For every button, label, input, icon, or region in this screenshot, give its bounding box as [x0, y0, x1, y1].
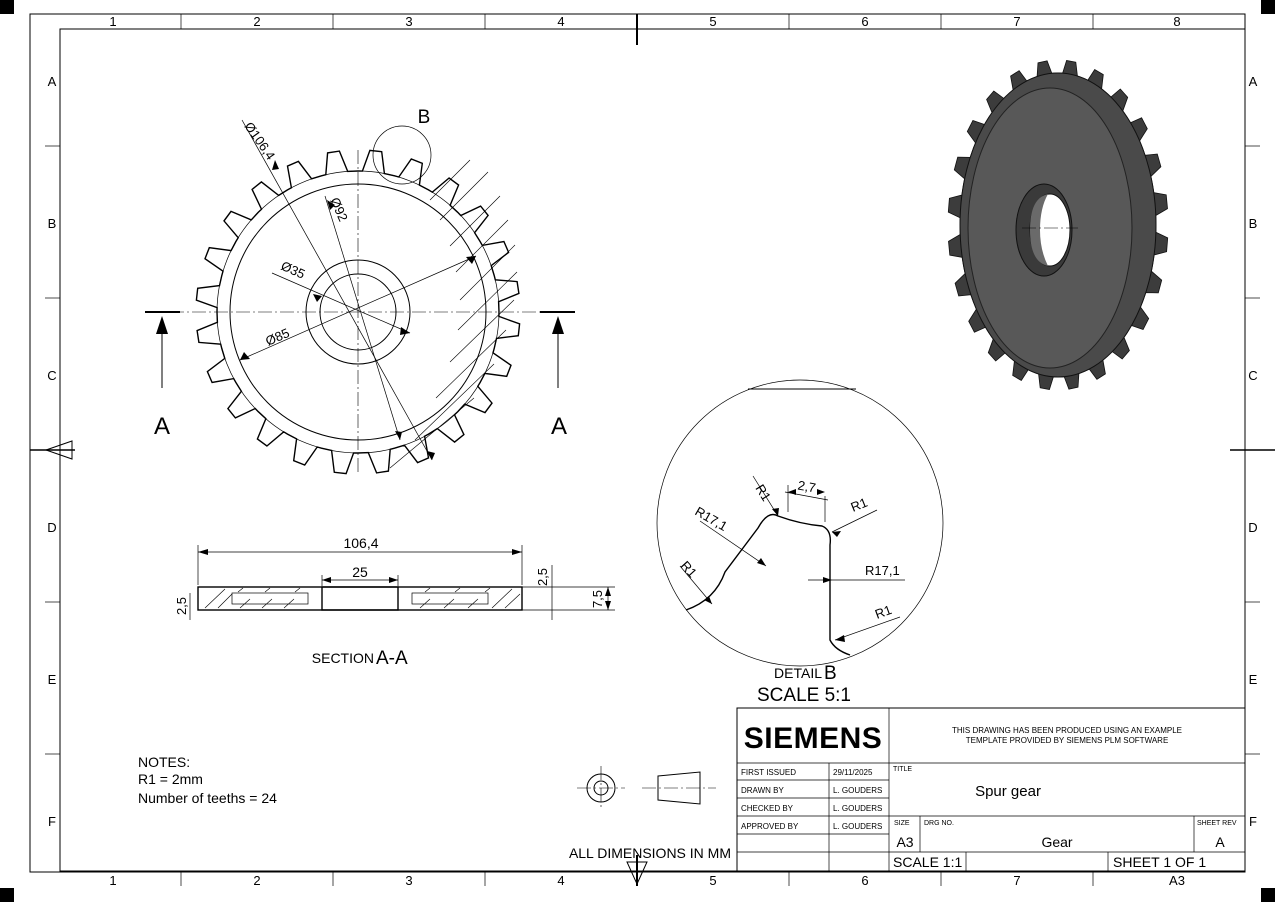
row-label: D: [47, 520, 56, 535]
gear-render: [947, 60, 1169, 390]
drawn-by-value: L. GOUDERS: [833, 786, 882, 795]
dim-section-thickness: 7,5: [590, 590, 605, 608]
title-value: Spur gear: [975, 783, 1041, 800]
detail-view: R1 2,7 R1 R17,1 R1 R17,1 R1 DETAIL B SCA…: [656, 379, 944, 706]
drg-no-label: DRG NO.: [924, 820, 954, 827]
title-block-logo: SIEMENS: [744, 722, 883, 755]
column-label: 8: [1173, 14, 1180, 29]
detail-label: B: [418, 107, 431, 128]
row-label: A: [1249, 74, 1258, 89]
title-block-disclaimer-2: TEMPLATE PROVIDED BY SIEMENS PLM SOFTWAR…: [966, 736, 1169, 745]
row-label: B: [1249, 216, 1258, 231]
column-label: 6: [861, 873, 868, 888]
section-view: 106,4 25 2,5 2,5 7,5 SECTION A-A: [174, 535, 615, 669]
approved-by-label: APPROVED BY: [741, 822, 799, 831]
approved-by-value: L. GOUDERS: [833, 822, 882, 831]
column-label: 5: [709, 14, 716, 29]
first-issued-value: 29/11/2025: [833, 768, 873, 777]
detail-dim-r17-left: R17,1: [693, 504, 731, 534]
section-caption-name: A-A: [376, 648, 408, 669]
notes-line-1: R1 = 2mm: [138, 771, 203, 787]
detail-caption-prefix: DETAIL: [774, 665, 822, 681]
title-block-disclaimer-1: THIS DRAWING HAS BEEN PRODUCED USING AN …: [952, 726, 1182, 735]
checked-by-value: L. GOUDERS: [833, 804, 882, 813]
size-label: SIZE: [894, 820, 910, 827]
format-value: A3: [1169, 873, 1185, 888]
first-issued-label: FIRST ISSUED: [741, 768, 796, 777]
row-label: D: [1248, 520, 1257, 535]
drg-no-value: Gear: [1041, 834, 1072, 850]
drawn-by-label: DRAWN BY: [741, 786, 784, 795]
border-row-labels-right: A B C D E F: [1248, 74, 1257, 829]
scale-value: SCALE 1:1: [893, 854, 962, 870]
column-label: 1: [109, 14, 116, 29]
cut-label-right: A: [551, 413, 567, 440]
column-label: 7: [1013, 873, 1020, 888]
column-label: 3: [405, 14, 412, 29]
detail-dim-tooth-width: 2,7: [797, 478, 817, 496]
column-label: 2: [253, 14, 260, 29]
detail-dim-r1-top: R1: [752, 482, 774, 504]
column-label: 7: [1013, 14, 1020, 29]
border-column-labels-bottom: 1 2 3 4 5 6 7: [109, 873, 1020, 888]
row-label: F: [48, 814, 56, 829]
dim-hub-diameter: Ø85: [263, 325, 292, 349]
sheet-value: SHEET 1 OF 1: [1113, 854, 1206, 870]
row-label: E: [48, 672, 57, 687]
detail-dim-r1-right-top: R1: [849, 495, 870, 515]
row-label: B: [48, 216, 57, 231]
detail-dim-r1-left: R1: [678, 558, 700, 580]
front-view: A A B Ø106,4 Ø92 Ø35 Ø85: [145, 107, 575, 475]
detail-dim-r17-right: R17,1: [865, 563, 900, 578]
row-label: A: [48, 74, 57, 89]
title-label: TITLE: [893, 766, 912, 773]
section-caption-prefix: SECTION: [312, 650, 374, 666]
border-column-labels-top: 1 2 3 4 5 6 7 8: [109, 14, 1180, 29]
detail-boundary: [656, 379, 944, 667]
cut-label-left: A: [154, 413, 170, 440]
detail-dim-r1-right-bottom: R1: [873, 602, 894, 622]
detail-scale: SCALE 5:1: [757, 685, 851, 706]
column-label: 3: [405, 873, 412, 888]
column-label: 1: [109, 873, 116, 888]
checked-by-label: CHECKED BY: [741, 804, 794, 813]
title-block: SIEMENS THIS DRAWING HAS BEEN PRODUCED U…: [736, 707, 1246, 888]
all-dimensions-note: ALL DIMENSIONS IN MM: [569, 845, 731, 861]
column-label: 4: [557, 873, 564, 888]
dim-pitch-diameter: Ø92: [327, 195, 351, 224]
row-label: C: [47, 368, 56, 383]
notes-heading: NOTES:: [138, 754, 190, 770]
projection-symbol: [577, 766, 716, 810]
dim-section-width: 106,4: [343, 535, 378, 551]
size-value: A3: [896, 834, 913, 850]
sheet-rev-label: SHEET REV: [1197, 820, 1237, 827]
row-label: C: [1248, 368, 1257, 383]
dim-section-bore: 25: [352, 564, 368, 580]
row-label: E: [1249, 672, 1258, 687]
hatch-region: [389, 159, 518, 469]
detail-tooth-profile: [685, 513, 851, 656]
column-label: 4: [557, 14, 564, 29]
dim-outer-diameter: Ø106,4: [242, 119, 279, 163]
detail-caption-name: B: [824, 663, 837, 684]
notes: NOTES: R1 = 2mm Number of teeths = 24: [138, 754, 277, 806]
detail-b-marker: [372, 125, 432, 185]
notes-line-2: Number of teeths = 24: [138, 790, 277, 806]
row-label: F: [1249, 814, 1257, 829]
dim-section-left: 2,5: [174, 597, 189, 615]
column-label: 2: [253, 873, 260, 888]
border-row-labels-left: A B C D E F: [47, 74, 56, 829]
column-label: 5: [709, 873, 716, 888]
column-label: 6: [861, 14, 868, 29]
dim-section-right-small: 2,5: [535, 568, 550, 586]
sheet-rev-value: A: [1215, 834, 1225, 850]
